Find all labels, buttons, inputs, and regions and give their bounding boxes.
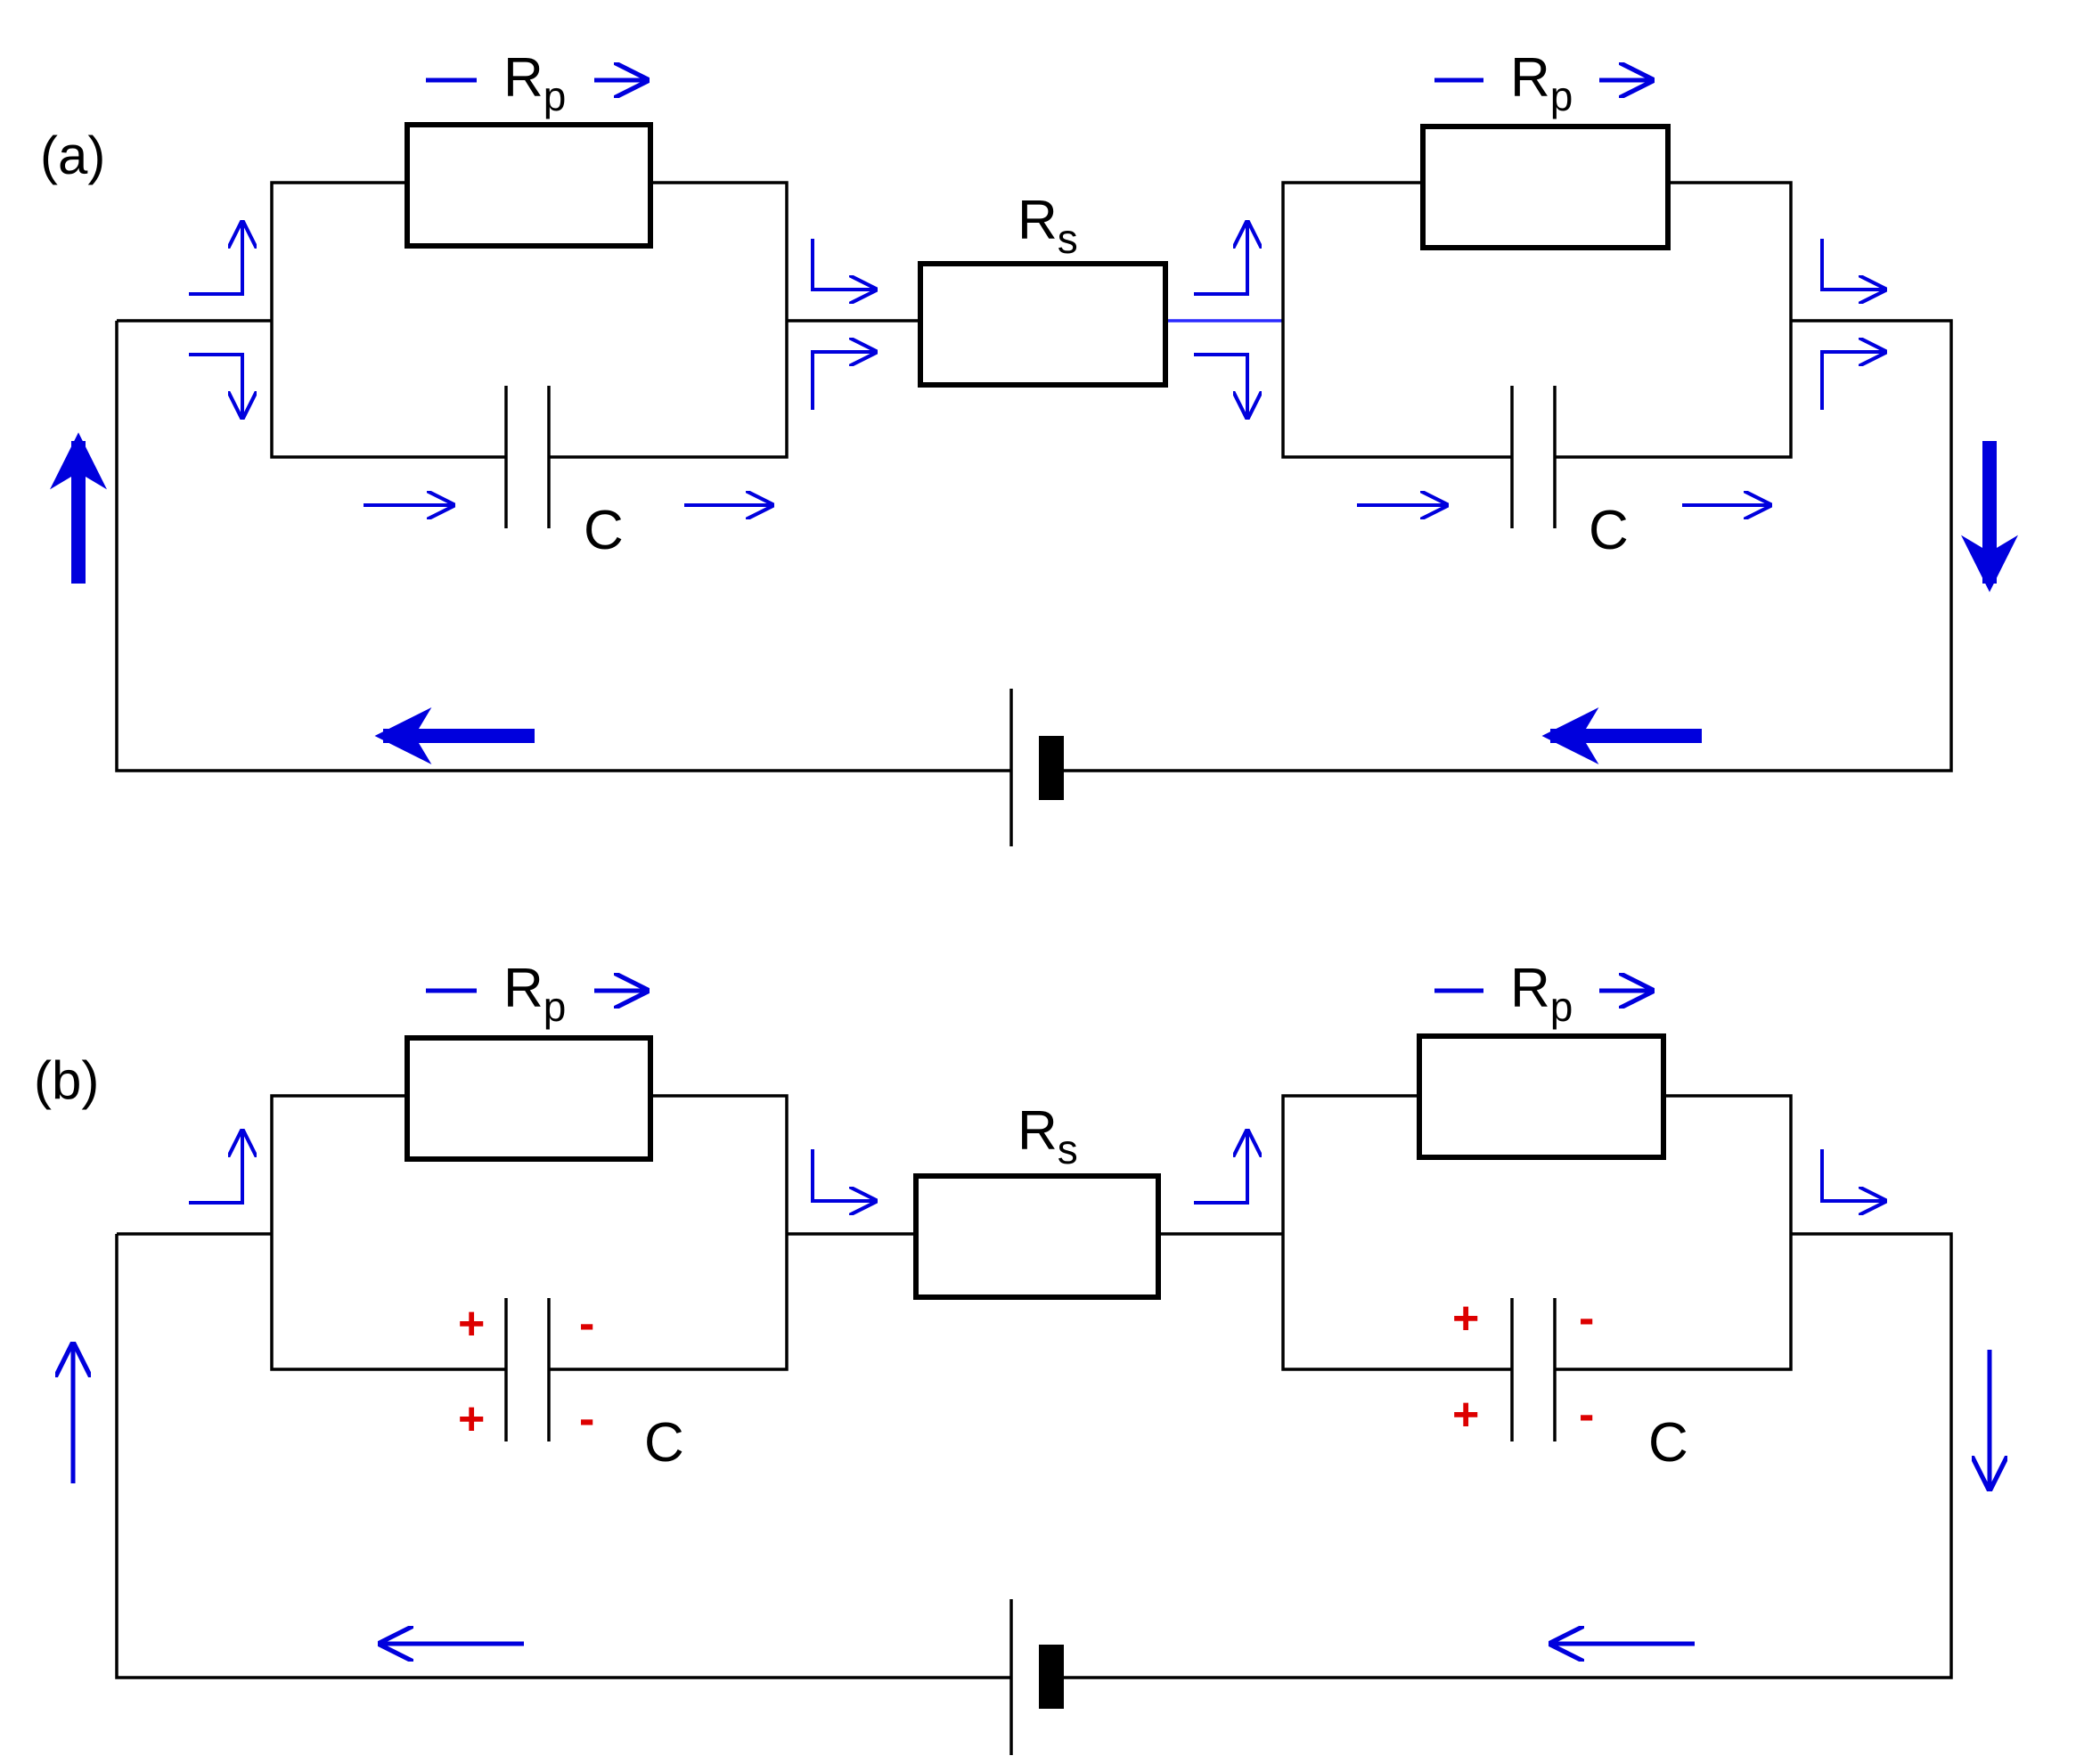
panel-b: (b) [34,958,1990,1755]
circuit-wires [115,181,1953,772]
parallel-resistor-right-label: Rp [1510,958,1573,1030]
parallel-resistor-left [405,122,653,249]
negative-charge-sign: - [579,1298,594,1350]
series-resistor [913,1173,1161,1300]
capacitor-right-label: C [1648,1412,1688,1474]
parallel-resistor-left-label: Rp [503,958,566,1030]
battery [1009,1599,1064,1755]
negative-charge-sign: - [1579,1389,1594,1441]
split-down-arrow-icon [189,353,242,417]
merge-down-arrow-icon [811,1149,875,1201]
parallel-resistor-right [1420,124,1671,250]
positive-charge-sign: + [458,1298,485,1350]
capacitor-left [504,1298,551,1441]
charge-signs: + + - - + + - - [458,1293,1594,1445]
parallel-resistor-left-label: Rp [503,47,566,119]
split-up-arrow-icon [1194,1131,1247,1205]
panel-a: (a) [40,47,2018,846]
parallel-resistor-right-label: Rp [1510,47,1573,119]
split-down-arrow-icon [1194,353,1247,417]
capacitor-left-label: C [584,500,624,561]
parallel-resistor-left [405,1035,653,1162]
merge-up-arrow-icon [1820,352,1884,410]
merge-up-arrow-icon [811,352,875,410]
split-up-arrow-icon [1194,223,1247,296]
panel-label: (a) [40,126,105,185]
capacitor-right [1510,386,1557,528]
series-resistor [918,261,1168,388]
capacitor-left [504,386,551,528]
capacitor-right-label: C [1589,500,1629,561]
series-resistor-label: Rs [1017,190,1078,262]
negative-charge-sign: - [1579,1293,1594,1344]
negative-charge-sign: - [579,1393,594,1445]
merge-down-arrow-icon [1820,1149,1884,1201]
current-arrows [50,80,2018,764]
merge-down-arrow-icon [1820,239,1884,290]
battery [1009,689,1064,846]
split-up-arrow-icon [189,223,242,296]
parallel-resistor-right [1417,1033,1666,1160]
current-arrows [73,991,1990,1644]
split-up-arrow-icon [189,1131,242,1205]
series-resistor-label: Rs [1017,1100,1078,1172]
circuit-wires [115,1094,1953,1679]
capacitor-right [1510,1298,1557,1441]
positive-charge-sign: + [1452,1389,1479,1441]
positive-charge-sign: + [1452,1293,1479,1344]
merge-down-arrow-icon [811,239,875,290]
positive-charge-sign: + [458,1393,485,1445]
panel-label: (b) [34,1050,99,1110]
capacitor-left-label: C [644,1412,684,1474]
